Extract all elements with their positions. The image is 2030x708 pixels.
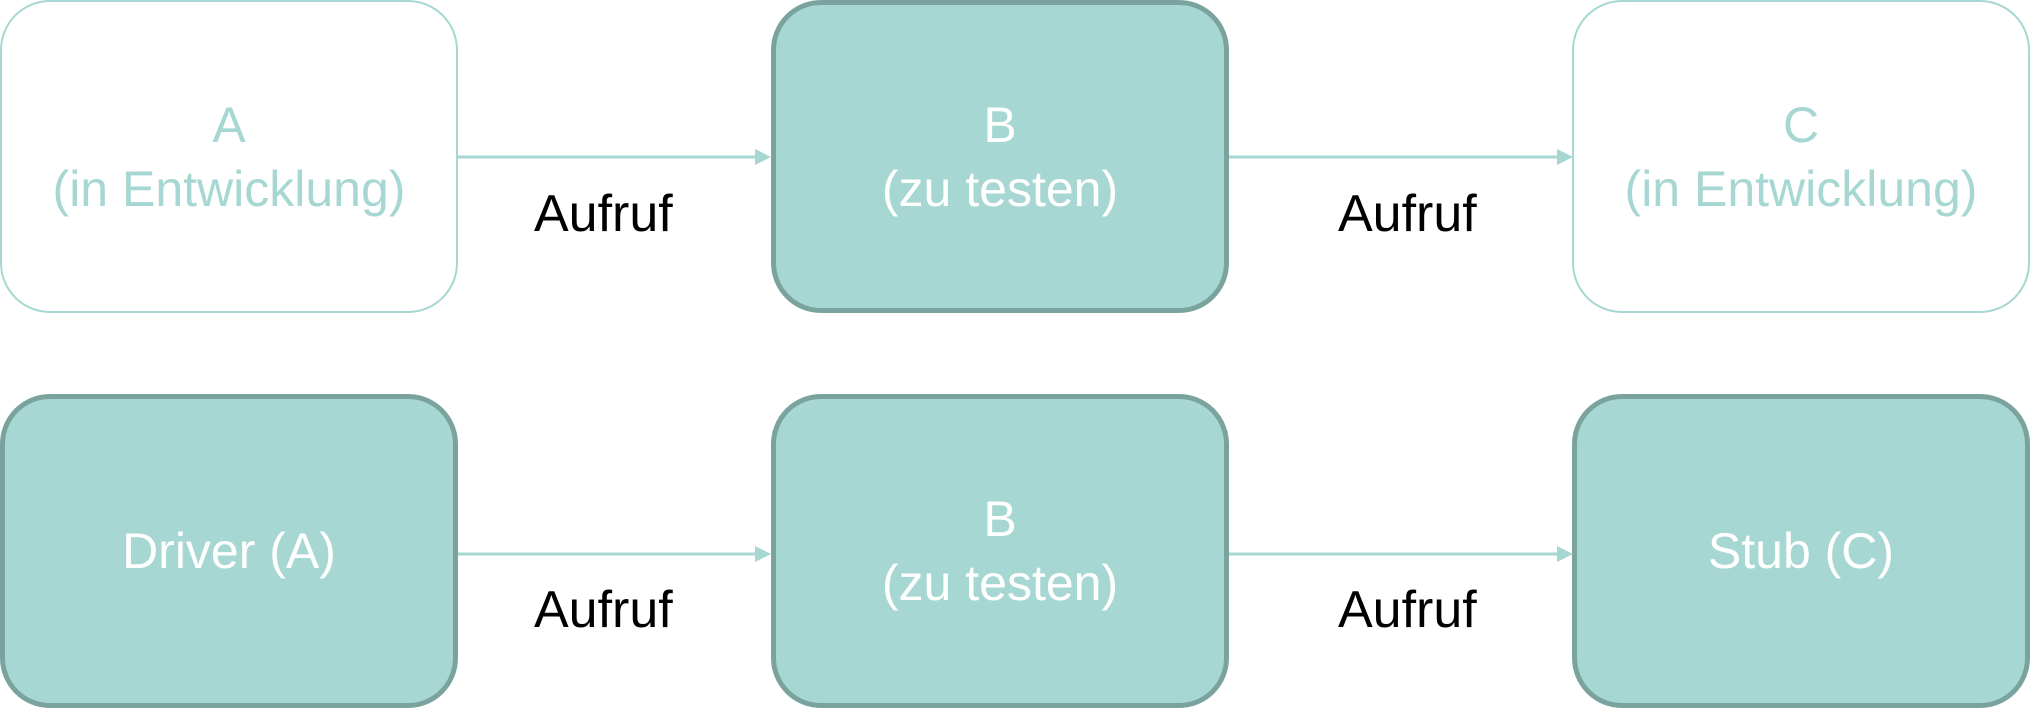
- node-b-bottom-status: (zu testen): [881, 555, 1119, 611]
- node-a-title: A: [212, 96, 246, 153]
- arrowhead-a-to-b: [755, 149, 771, 165]
- node-driver: Driver (A): [0, 394, 458, 708]
- node-a-status: (in Entwicklung): [52, 160, 406, 217]
- edge-label-b-to-c: Aufruf: [1338, 185, 1477, 243]
- node-driver-title: Driver (A): [122, 523, 336, 579]
- node-b-bottom-title: B: [983, 491, 1017, 547]
- arrowhead-b-to-c: [1557, 149, 1573, 165]
- edge-label-b-to-stub: Aufruf: [1338, 581, 1477, 639]
- node-c: C (in Entwicklung): [1572, 0, 2030, 313]
- arrowhead-driver-to-b: [755, 546, 771, 562]
- node-b-top: B (zu testen): [771, 0, 1229, 313]
- node-stub-title: Stub (C): [1707, 523, 1895, 579]
- edge-label-driver-to-b: Aufruf: [534, 581, 673, 639]
- node-a: A (in Entwicklung): [0, 0, 458, 313]
- node-b-bottom: B (zu testen): [771, 394, 1229, 708]
- node-b-top-status: (zu testen): [881, 160, 1119, 217]
- node-c-status: (in Entwicklung): [1624, 160, 1978, 217]
- node-c-title: C: [1782, 96, 1820, 153]
- edge-label-a-to-b: Aufruf: [534, 185, 673, 243]
- node-stub: Stub (C): [1572, 394, 2030, 708]
- arrowhead-b-to-stub: [1557, 546, 1573, 562]
- node-b-top-title: B: [983, 96, 1017, 153]
